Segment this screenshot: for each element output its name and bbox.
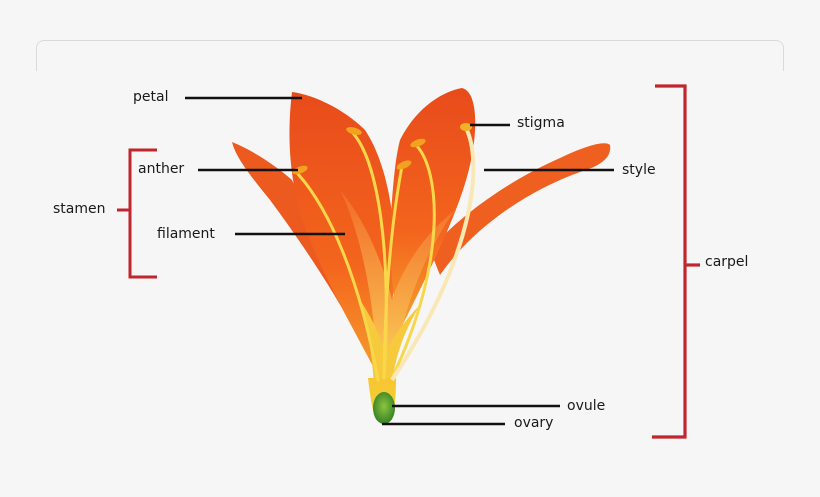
petal-right-long <box>430 143 611 275</box>
leader-lines <box>185 96 614 426</box>
stigma-shape <box>460 123 472 131</box>
label-stamen: stamen <box>53 201 106 217</box>
label-anther: anther <box>138 161 185 177</box>
label-carpel: carpel <box>705 254 749 270</box>
filaments <box>296 130 436 382</box>
petal-left-thin <box>232 142 362 345</box>
card-outline <box>36 40 784 71</box>
label-filament: filament <box>157 226 215 242</box>
petal-front-tube <box>340 190 455 380</box>
label-stigma: stigma <box>517 115 565 131</box>
ovary-shape <box>373 392 395 424</box>
label-petal: petal <box>133 89 169 105</box>
bracket-stamen <box>117 148 157 279</box>
bracket-carpel <box>652 84 700 439</box>
anthers <box>292 127 426 175</box>
label-style: style <box>622 162 656 178</box>
label-ovule: ovule <box>567 398 606 414</box>
style-shape <box>390 127 476 382</box>
flower-illustration <box>232 88 611 424</box>
label-ovary: ovary <box>514 415 554 431</box>
